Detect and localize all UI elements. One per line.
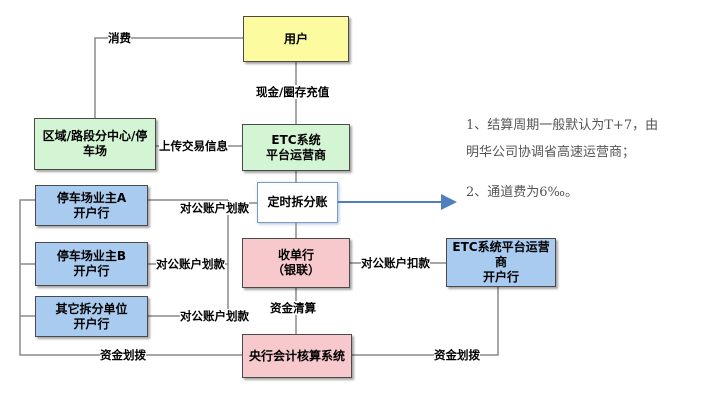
node-etc-platform: ETC系统 平台运营商	[242, 124, 350, 171]
label-transfer-a: 对公账户划款	[180, 201, 249, 215]
label-clearing: 资金清算	[270, 301, 316, 315]
node-other-units: 其它拆分单位 开户行	[35, 296, 148, 337]
note-line-1: 1、结算周期一般默认为T+7，由	[466, 118, 659, 133]
node-central-bank: 央行会计核算系统	[242, 334, 352, 378]
node-user: 用户	[243, 16, 349, 62]
label-consume: 消费	[108, 31, 131, 45]
node-owner-a: 停车场业主A 开户行	[35, 185, 148, 226]
label-transfer-b: 对公账户划款	[156, 257, 225, 271]
node-owner-b: 停车场业主B 开户行	[35, 242, 148, 286]
node-region-center: 区域/路段分中心/停 车场	[34, 118, 156, 170]
connector-consume	[94, 37, 243, 118]
connector-fund-right	[352, 287, 499, 356]
label-deduct: 对公账户扣款	[361, 256, 430, 270]
label-fund-right: 资金划拨	[434, 348, 480, 362]
label-upload-tx: 上传交易信息	[159, 139, 228, 153]
note-line-3: 2、通道费为6‰。	[466, 185, 578, 200]
node-acquirer: 收单行 （银联）	[242, 238, 350, 288]
node-split: 定时拆分账	[257, 182, 338, 223]
label-cash-topup: 现金/圈存充值	[256, 85, 330, 99]
label-fund-left: 资金划拨	[100, 348, 146, 362]
note-line-2: 明华公司协调省高速运营商；	[466, 145, 636, 160]
label-transfer-other: 对公账户划款	[180, 309, 249, 323]
node-etc-bank: ETC系统平台运营商 开户行	[446, 238, 556, 287]
